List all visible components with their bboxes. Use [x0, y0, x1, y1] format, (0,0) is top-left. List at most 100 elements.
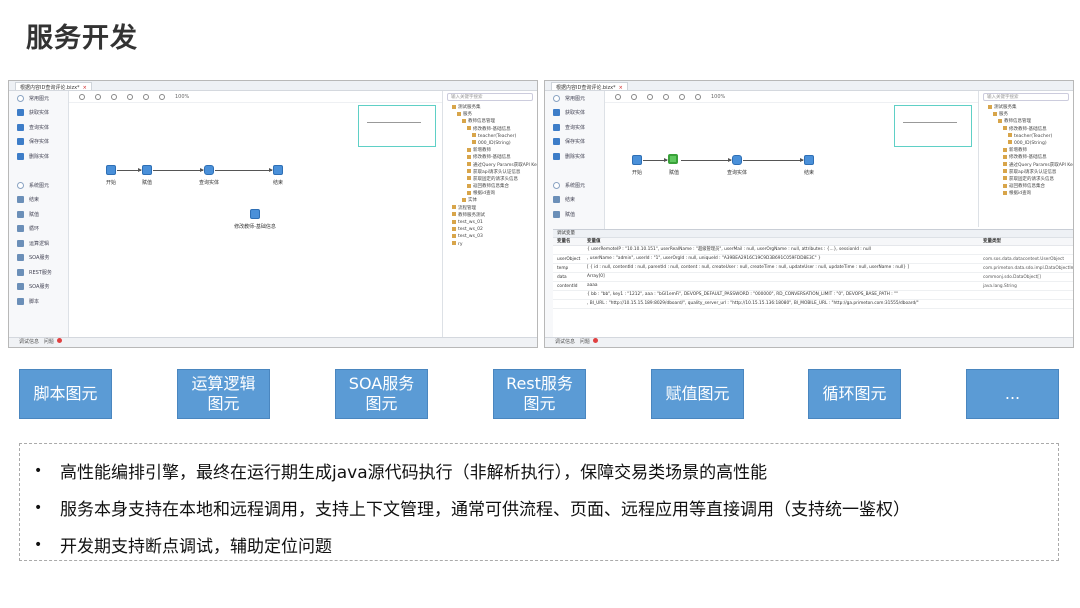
tree-item[interactable]: 测试服务集 [979, 104, 1073, 111]
zoom-in-icon[interactable] [79, 93, 85, 100]
problems-tab[interactable]: 问题 [579, 339, 590, 345]
close-icon[interactable]: × [82, 85, 87, 91]
debug-info-tab[interactable]: 调试信息 [19, 339, 40, 345]
tree-item[interactable]: 修改教师-基础信息 [443, 154, 537, 161]
flow-canvas[interactable]: 100% 开始 赋值 查询实体 结束 修改教师-基础信息 [69, 91, 442, 337]
tree-item[interactable]: 获取api请求头认证信息 [443, 169, 537, 176]
tree-item[interactable]: 通过Query Params获取API Key [979, 162, 1073, 169]
flow-node-query[interactable] [204, 165, 214, 175]
palette-item[interactable]: 运算逻辑 [9, 236, 68, 251]
redo-icon[interactable] [127, 93, 133, 100]
debug-variable-row[interactable]: { userRemoteIP : "10.10.10.151", userRea… [553, 246, 1073, 255]
minimap[interactable] [894, 105, 972, 147]
palette-item[interactable]: 结束 [545, 193, 604, 208]
redo-icon[interactable] [663, 93, 669, 100]
palette-item[interactable]: 保存实体 [9, 135, 68, 150]
debug-variable-row[interactable]: { bb : "bb", key1 : "1212", aaa : "bGl1e… [553, 291, 1073, 300]
select-icon[interactable] [679, 93, 685, 100]
tree-item[interactable]: teacher(Teacher) [979, 133, 1073, 140]
tree-item[interactable]: 获取api请求头认证信息 [979, 169, 1073, 176]
palette-item[interactable]: 保存实体 [545, 135, 604, 150]
tree-item[interactable]: 000_ID(String) [443, 140, 537, 147]
flow-node-floating[interactable] [250, 209, 260, 219]
palette-item[interactable]: SOA服务 [9, 251, 68, 266]
debug-info-tab[interactable]: 调试信息 [555, 339, 576, 345]
palette-item[interactable]: 删除实体 [545, 149, 604, 164]
tree-search-input[interactable]: 输入关键字搜索 [983, 93, 1069, 101]
tree-item[interactable]: 根据id查询 [979, 190, 1073, 197]
palette-item[interactable]: 赋值 [9, 207, 68, 222]
tree-item[interactable]: test_ws_01 [443, 219, 537, 226]
zoom-out-icon[interactable] [95, 93, 101, 100]
tree-item[interactable]: 实体 [443, 197, 537, 204]
tree-search-input[interactable]: 输入关键字搜索 [447, 93, 533, 101]
palette-item[interactable] [9, 164, 68, 179]
palette-item[interactable]: 查询实体 [545, 120, 604, 135]
tree-item[interactable]: 修改教师-基础信息 [443, 126, 537, 133]
palette-item[interactable]: 赋值 [545, 207, 604, 222]
flow-node-end[interactable] [804, 155, 814, 165]
tree-item[interactable]: 获取固定的请求头信息 [979, 176, 1073, 183]
editor-tab[interactable]: 根据内容ID查询评论.bizx*× [551, 82, 628, 91]
flow-node-end[interactable] [273, 165, 283, 175]
tree-item[interactable]: 教师信息管理 [979, 118, 1073, 125]
tree-item[interactable]: 新增教师 [443, 147, 537, 154]
tree-item[interactable]: 新增教师 [979, 147, 1073, 154]
palette-item[interactable]: 循环 [9, 222, 68, 237]
tree-item[interactable]: 教师服务测试 [443, 212, 537, 219]
undo-icon[interactable] [111, 93, 117, 100]
palette-item[interactable]: 脚本 [9, 294, 68, 309]
tree-item[interactable]: 服务 [979, 111, 1073, 118]
problems-tab[interactable]: 问题 [43, 339, 54, 345]
tree-item[interactable]: ry [443, 241, 537, 248]
tree-item[interactable]: 000_ID(String) [979, 140, 1073, 147]
tree-item-label: 获取固定的请求头信息 [1009, 176, 1054, 182]
tree-item[interactable]: test_ws_03 [443, 233, 537, 240]
tree-item[interactable]: 返回教师信息集合 [979, 183, 1073, 190]
editor-tab[interactable]: 根据内容ID查询评论.bizx*× [15, 82, 92, 91]
undo-icon[interactable] [647, 93, 653, 100]
tree-item[interactable]: 教师信息管理 [443, 118, 537, 125]
tree-item[interactable]: 流程管理 [443, 205, 537, 212]
palette-item[interactable]: REST服务 [9, 265, 68, 280]
tree-item[interactable]: 服务 [443, 111, 537, 118]
tree-item[interactable]: 获取固定的请求头信息 [443, 176, 537, 183]
flow-canvas[interactable]: 100% 开始 赋值 查询实体 结束 [605, 91, 978, 227]
debug-variable-row[interactable]: , BI_URL : "http://10.15.15.189:8029/dbo… [553, 300, 1073, 309]
debug-variable-row[interactable]: userObject, userName : "admin", userId :… [553, 255, 1073, 264]
zoom-in-icon[interactable] [615, 93, 621, 100]
flow-node-assign-breakpoint[interactable] [668, 154, 678, 164]
palette-item[interactable]: 系统图元 [9, 178, 68, 193]
palette-item[interactable]: 获取实体 [9, 106, 68, 121]
flow-node-assign[interactable] [142, 165, 152, 175]
palette-item[interactable]: 删除实体 [9, 149, 68, 164]
minimap[interactable] [358, 105, 436, 147]
flow-node-start[interactable] [632, 155, 642, 165]
palette-item[interactable]: 获取实体 [545, 106, 604, 121]
fit-icon[interactable] [159, 93, 165, 100]
flow-node-start[interactable] [106, 165, 116, 175]
tree-item[interactable]: 修改教师-基础信息 [979, 154, 1073, 161]
tree-item[interactable]: teacher(Teacher) [443, 133, 537, 140]
select-icon[interactable] [143, 93, 149, 100]
tree-item[interactable]: 修改教师-基础信息 [979, 126, 1073, 133]
tree-item[interactable]: 根据id查询 [443, 190, 537, 197]
palette-item[interactable]: 系统图元 [545, 178, 604, 193]
fit-icon[interactable] [695, 93, 701, 100]
palette-item[interactable]: 常用图元 [9, 91, 68, 106]
palette-item[interactable]: 常用图元 [545, 91, 604, 106]
tree-item[interactable]: test_ws_02 [443, 226, 537, 233]
palette-item[interactable]: SOA服务 [9, 280, 68, 295]
flow-node-query[interactable] [732, 155, 742, 165]
debug-variable-row[interactable]: temp[ { id : null, contentId : null, par… [553, 264, 1073, 273]
palette-item[interactable]: 查询实体 [9, 120, 68, 135]
zoom-out-icon[interactable] [631, 93, 637, 100]
palette-item[interactable]: 结束 [9, 193, 68, 208]
tree-item[interactable]: 通过Query Params获取API Key [443, 162, 537, 169]
close-icon[interactable]: × [618, 85, 623, 91]
tree-item[interactable]: 测试服务集 [443, 104, 537, 111]
palette-item[interactable] [545, 164, 604, 179]
tree-item[interactable]: 返回教师信息集合 [443, 183, 537, 190]
